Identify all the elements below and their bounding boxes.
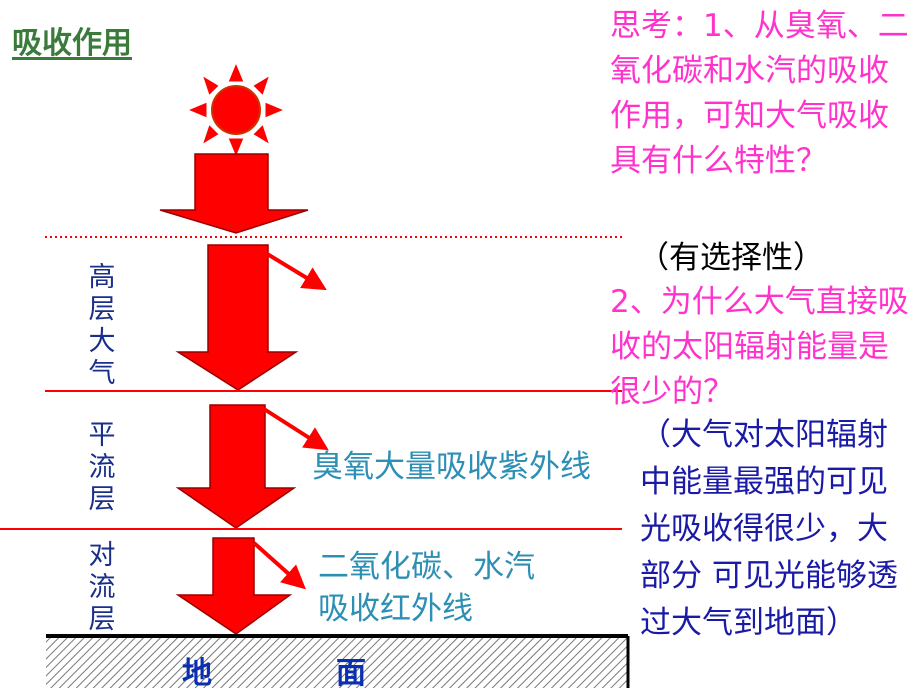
page-title: 吸收作用 — [12, 26, 132, 61]
answer-2: （大气对太阳辐射中能量最强的可见光吸收得很少，大部分 可见光能够透过大气到地面） — [640, 417, 898, 641]
question-2: 2、为什么大气直接吸收的太阳辐射能量是很少的？ — [610, 284, 909, 410]
ground-label-left: 地 — [182, 656, 212, 691]
co2-absorption-label-line2: 吸收红外线 — [318, 591, 473, 627]
sun-icon — [189, 64, 283, 156]
ground-label-right: 面 — [336, 656, 366, 691]
answer-1: （有选择性） — [638, 240, 824, 276]
layer-label-stratosphere: 平流层 — [88, 420, 116, 515]
ground-hatch — [46, 634, 630, 688]
ozone-absorption-arrow — [262, 407, 329, 451]
upper-atmosphere-arrow — [175, 244, 299, 391]
co2-absorption-label-line1: 二氧化碳、水汽 — [318, 549, 535, 585]
stratosphere-arrow — [175, 404, 297, 529]
layer-label-troposphere: 对流层 — [88, 540, 116, 635]
co2-absorption-arrow — [252, 541, 306, 590]
layer-label-upper-atmosphere: 高层大气 — [88, 262, 116, 389]
upper-absorption-arrow — [262, 250, 327, 291]
ozone-absorption-label: 臭氧大量吸收紫外线 — [312, 449, 591, 485]
question-1: 思考：1、从臭氧、二氧化碳和水汽的吸收作用，可知大气吸收具有什么特性？ — [610, 8, 909, 179]
incoming-radiation-arrow — [159, 153, 309, 234]
troposphere-arrow — [175, 537, 293, 635]
